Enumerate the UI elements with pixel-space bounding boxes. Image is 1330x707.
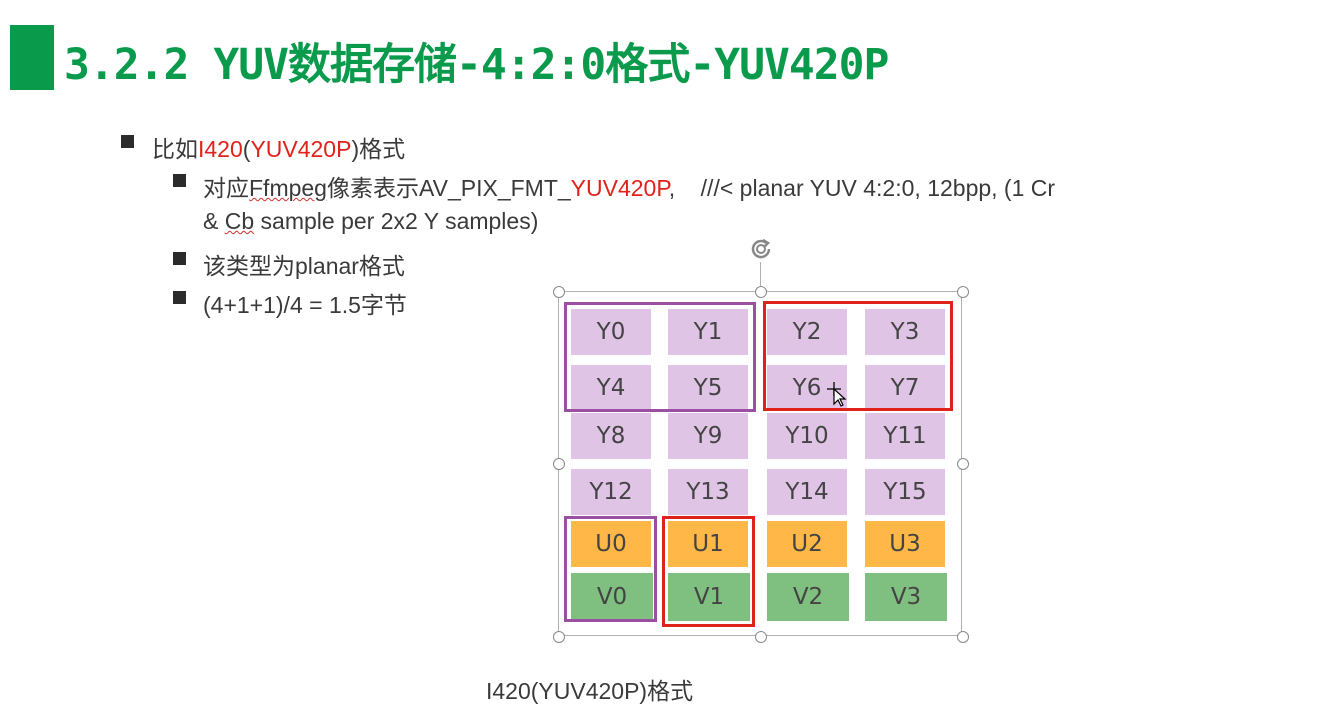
title-accent-bar: [10, 25, 54, 90]
bullet-marker: [173, 174, 186, 187]
grid-cell: U1: [668, 521, 748, 567]
bullet-text-2-line2: & Cb sample per 2x2 Y samples): [203, 208, 538, 235]
move-cursor-icon: [825, 380, 847, 408]
bullet-text-2: 对应Ffmpeg像素表示AV_PIX_FMT_YUV420P, ///< pla…: [203, 169, 1055, 203]
grid-cell: V1: [668, 573, 750, 621]
highlight-text: YUV420P: [250, 136, 352, 162]
group-outline-purple-y: [564, 302, 756, 412]
grid-cell: U0: [571, 521, 651, 567]
grid-cell: Y4: [571, 365, 651, 411]
resize-handle[interactable]: [755, 631, 767, 643]
highlight-text: I420: [198, 136, 243, 162]
grid-cell: Y15: [865, 469, 945, 515]
spellcheck-text: Cb: [224, 208, 255, 234]
grid-cell: Y5: [668, 365, 748, 411]
text-span: 像素表示AV_PIX_FMT_: [326, 175, 571, 201]
spellcheck-text: Ffmpeg: [249, 175, 327, 201]
grid-cell: U3: [865, 521, 945, 567]
grid-cell: U2: [767, 521, 847, 567]
bullet-text-3: 该类型为planar格式: [203, 253, 405, 279]
bullet-text-1: 比如I420(YUV420P)格式: [152, 130, 405, 164]
rotate-handle-line: [760, 262, 761, 286]
figure-caption: I420(YUV420P)格式: [486, 678, 694, 704]
resize-handle[interactable]: [755, 286, 767, 298]
slide-title: 3.2.2 YUV数据存储-4:2:0格式-YUV420P: [64, 40, 889, 90]
grid-cell: Y8: [571, 413, 651, 459]
grid-cell: V3: [865, 573, 947, 621]
resize-handle[interactable]: [553, 458, 565, 470]
group-outline-red-y: [763, 301, 953, 411]
group-outline-purple-uv: [564, 516, 657, 622]
grid-cell: Y11: [865, 413, 945, 459]
highlight-text: YUV420P: [570, 175, 669, 201]
grid-cell: Y3: [865, 309, 945, 355]
text-span: , ///< planar YUV 4:2:0, 12bpp, (1 Cr: [668, 175, 1056, 201]
grid-cell: V0: [571, 573, 653, 621]
grid-cell: Y10: [767, 413, 847, 459]
resize-handle[interactable]: [957, 286, 969, 298]
bullet-marker: [121, 135, 134, 148]
bullet-text-4: (4+1+1)/4 = 1.5字节: [203, 292, 407, 318]
grid-cell: Y9: [668, 413, 748, 459]
text-span: sample per 2x2 Y samples): [254, 208, 539, 234]
rotate-icon[interactable]: [747, 235, 775, 263]
resize-handle[interactable]: [553, 286, 565, 298]
bullet-marker: [173, 291, 186, 304]
resize-handle[interactable]: [957, 631, 969, 643]
grid-cell: Y7: [865, 365, 945, 411]
text-span: &: [203, 208, 225, 234]
grid-cell: Y13: [668, 469, 748, 515]
text-span: 对应: [203, 175, 249, 201]
grid-cell: Y2: [767, 309, 847, 355]
grid-cell: Y14: [767, 469, 847, 515]
text-span: (: [242, 136, 251, 162]
grid-cell: Y0: [571, 309, 651, 355]
resize-handle[interactable]: [553, 631, 565, 643]
text-span: 比如: [152, 136, 198, 162]
resize-handle[interactable]: [957, 458, 969, 470]
text-span: )格式: [351, 136, 406, 162]
grid-cell: Y1: [668, 309, 748, 355]
bullet-marker: [173, 252, 186, 265]
grid-cell: V2: [767, 573, 849, 621]
group-outline-red-uv: [662, 516, 755, 627]
grid-cell: Y12: [571, 469, 651, 515]
